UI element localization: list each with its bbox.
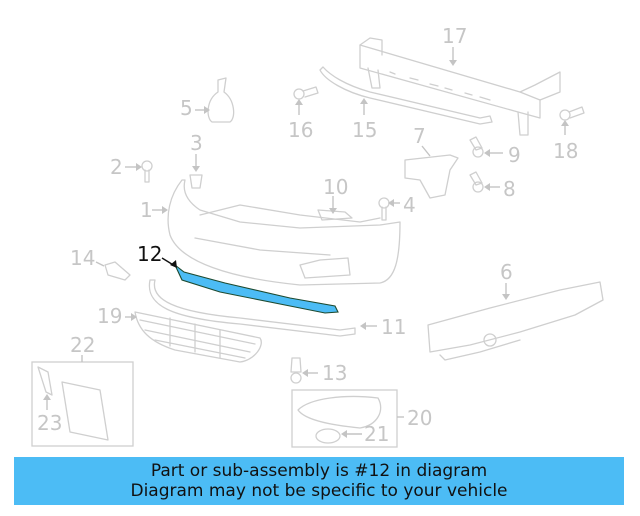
callout-17[interactable]: 17 (442, 24, 468, 48)
part-18-bolt (559, 106, 585, 121)
part-20-box (291, 389, 398, 448)
callout-18[interactable]: 18 (553, 139, 579, 163)
callout-19[interactable]: 19 (97, 304, 123, 328)
callout-14[interactable]: 14 (70, 246, 96, 270)
callout-21[interactable]: 21 (364, 422, 390, 446)
callout-13[interactable]: 13 (322, 361, 348, 385)
callout-9[interactable]: 9 (508, 143, 521, 167)
part-17-reinforcement-bar (359, 37, 561, 136)
callout-2[interactable]: 2 (110, 155, 123, 179)
callout-20[interactable]: 20 (407, 406, 433, 430)
callout-6[interactable]: 6 (500, 260, 513, 284)
callout-16[interactable]: 16 (288, 118, 314, 142)
part-1-bumper-cover (167, 179, 401, 286)
part-12-highlighted (174, 264, 339, 314)
callout-4[interactable]: 4 (403, 193, 416, 217)
part-5-bag (207, 77, 235, 123)
part-3-clip (189, 174, 203, 189)
banner-line-part-number: Part or sub-assembly is #12 in diagram (150, 461, 488, 481)
callout-8[interactable]: 8 (503, 177, 516, 201)
part-8-clip (469, 171, 484, 193)
part-9-clip (469, 136, 484, 158)
part-2-screw (141, 160, 153, 183)
callout-10[interactable]: 10 (323, 175, 349, 199)
callout-11[interactable]: 11 (381, 315, 407, 339)
callout-12-highlighted[interactable]: 12 (137, 242, 163, 266)
part-14-bracket (104, 261, 131, 281)
callout-15[interactable]: 15 (352, 118, 378, 142)
part-19-grille (134, 311, 262, 363)
callout-7[interactable]: 7 (413, 124, 426, 148)
info-banner: Part or sub-assembly is #12 in diagram D… (14, 457, 624, 505)
callout-3[interactable]: 3 (190, 131, 203, 155)
part-11-lower-trim (148, 279, 356, 337)
part-15-absorber-strip (319, 66, 493, 125)
part-16-bolt (293, 86, 319, 100)
part-6-energy-absorber (427, 281, 604, 361)
callout-22[interactable]: 22 (70, 333, 96, 357)
callout-23[interactable]: 23 (37, 411, 63, 435)
part-13-bulb (290, 357, 302, 384)
banner-line-disclaimer: Diagram may not be specific to your vehi… (130, 481, 508, 501)
callout-5[interactable]: 5 (180, 96, 193, 120)
callout-1[interactable]: 1 (140, 198, 153, 222)
part-7-bracket (404, 154, 459, 199)
part-4-screw (378, 197, 390, 221)
